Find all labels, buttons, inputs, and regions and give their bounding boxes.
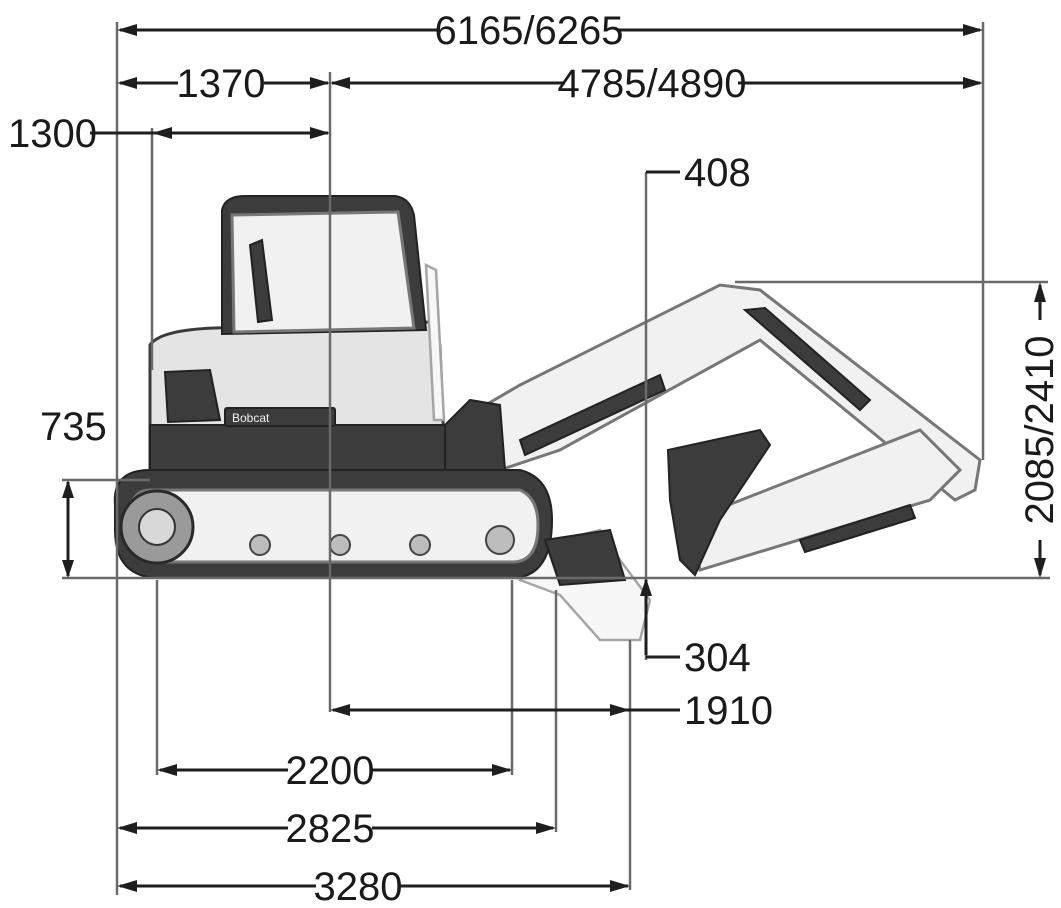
arm-height-label: 2085/2410 xyxy=(1018,335,1061,524)
track-length-label: 2825 xyxy=(286,807,375,851)
excavator-illustration: Bobcat xyxy=(113,195,982,642)
blade-depth-below-label: 304 xyxy=(684,636,751,680)
overall-length-label: 6165/6265 xyxy=(434,9,623,53)
length-with-blade-label: 3280 xyxy=(314,865,403,908)
track-ground-length-label: 2200 xyxy=(286,749,375,793)
machine-logo-text: Bobcat xyxy=(232,411,270,425)
blade-height-above-label: 408 xyxy=(684,151,751,195)
rear-swing-radius-label: 1300 xyxy=(8,112,97,156)
dimension-lines xyxy=(62,24,1046,892)
counterweight-clearance-label: 735 xyxy=(40,405,107,449)
swing-center-to-blade-label: 1910 xyxy=(684,689,773,733)
dimension-labels: 6165/6265 1370 4785/4890 1300 408 2085/2… xyxy=(8,9,1061,908)
swing-center-to-front-label: 4785/4890 xyxy=(557,62,746,106)
extension-lines xyxy=(62,22,1050,895)
rear-to-swing-center-label: 1370 xyxy=(177,62,266,106)
